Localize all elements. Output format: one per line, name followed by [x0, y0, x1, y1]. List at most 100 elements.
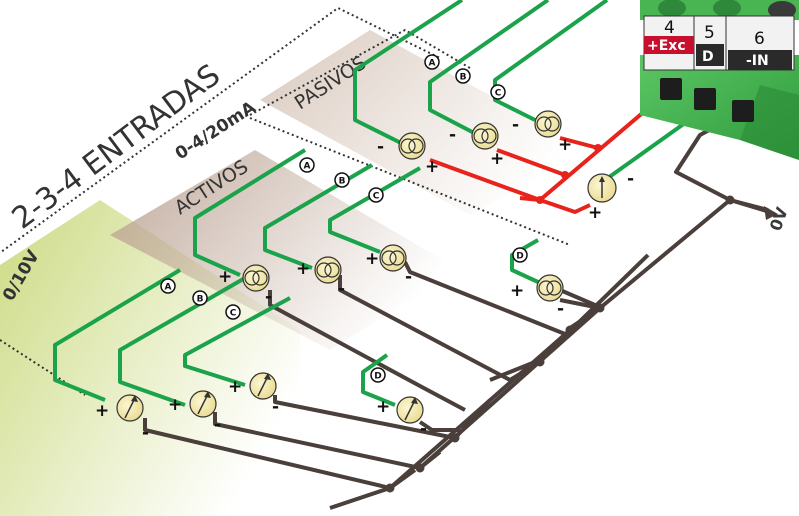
- band-pasivos: [260, 30, 590, 215]
- plus-sign: +: [376, 397, 390, 417]
- node: [450, 433, 460, 443]
- svg-text:B: B: [197, 295, 204, 305]
- source-v-b: [189, 390, 217, 418]
- ground-label: 0V: [766, 204, 792, 233]
- marker-v-a: A: [160, 278, 176, 294]
- minus-sign: -: [449, 125, 456, 145]
- terminal-label-in: -IN: [746, 53, 769, 69]
- minus-sign: -: [557, 299, 564, 319]
- band-activos: [110, 150, 460, 350]
- minus-sign: -: [272, 397, 279, 417]
- marker-v-c: C: [225, 304, 241, 320]
- terminal-block: 4 5 6 +Exc D -IN: [640, 0, 799, 160]
- ground-activos-d: [559, 298, 601, 310]
- plus-sign: +: [95, 401, 109, 421]
- terminal-label-exc: +Exc: [647, 38, 686, 54]
- terminal-slot-4: [660, 78, 682, 100]
- signal-v-d: [361, 353, 396, 407]
- plus-sign: +: [510, 281, 524, 301]
- svg-text:C: C: [495, 89, 502, 99]
- svg-text:A: A: [304, 162, 311, 172]
- plus-sign: +: [228, 377, 242, 397]
- plus-sign: +: [168, 395, 182, 415]
- signal-activos-a: [193, 148, 307, 277]
- group-exc-nodes: [536, 144, 602, 204]
- svg-text:D: D: [374, 372, 381, 382]
- group-sources: [116, 110, 617, 424]
- node: [536, 196, 544, 204]
- ground-bus-lower: [388, 328, 572, 490]
- ground-return-2: [489, 253, 650, 382]
- source-pasivos-d: [587, 173, 617, 203]
- terminal-slot-5: [694, 88, 716, 110]
- bracket-entradas: [0, 6, 441, 254]
- ground-v-d: [418, 420, 460, 432]
- ground-pasivos-d: [559, 288, 596, 307]
- exc-to-c: [559, 136, 599, 150]
- svg-text:C: C: [230, 309, 237, 319]
- minus-sign: -: [214, 415, 221, 435]
- marker-pasivos-a: A: [424, 54, 440, 70]
- plus-sign: +: [218, 267, 232, 287]
- signal-v-c: [183, 296, 291, 387]
- screw-icon: [768, 1, 796, 19]
- source-v-c: [249, 372, 277, 400]
- band-0-10v: [0, 200, 300, 516]
- svg-text:D: D: [516, 252, 523, 262]
- ground-output: 0V: [729, 198, 792, 233]
- screw-icon: [658, 0, 686, 17]
- plus-sign: +: [365, 249, 379, 269]
- signal-activos-d: [510, 238, 539, 284]
- source-v-a: [116, 394, 144, 422]
- marker-activos-a: A: [299, 157, 315, 173]
- terminal-body-side: [740, 85, 799, 160]
- terminal-number-4: 4: [664, 18, 675, 38]
- bracket-ma: [249, 28, 471, 116]
- signal-pasivos-b: [428, 0, 550, 137]
- signal-v-a: [53, 268, 182, 402]
- svg-text:A: A: [165, 283, 172, 293]
- source-activos-b: [314, 256, 342, 284]
- group-polarity: + - + - + - + - + - + - + - + - + - + - …: [95, 115, 634, 443]
- node: [385, 483, 395, 493]
- source-activos-d: [536, 274, 564, 302]
- terminal-label-in-bg: [728, 50, 792, 70]
- terminal-number-6: 6: [754, 29, 765, 49]
- source-v-d: [396, 396, 424, 424]
- terminal-number-5: 5: [704, 23, 715, 43]
- ground-arrow-head: [764, 206, 778, 220]
- exc-to-b: [496, 148, 566, 177]
- minus-sign: -: [405, 267, 412, 287]
- exc-to-d: [539, 198, 591, 214]
- source-pasivos-b: [471, 122, 499, 150]
- minus-sign: -: [627, 169, 634, 189]
- group-signal-wires: [53, 0, 694, 407]
- bracket-ma-lower: [249, 117, 571, 246]
- marker-activos-d: D: [512, 247, 528, 263]
- signal-activos-b: [263, 163, 374, 270]
- ground-arrow-line: [729, 198, 771, 214]
- signal-pasivos-a: [353, 0, 464, 147]
- terminal-label-exc-bg: [644, 36, 694, 54]
- minus-sign: -: [512, 115, 519, 135]
- ground-bus-lower3: [329, 486, 391, 510]
- signal-pasivos-c: [493, 0, 609, 122]
- ground-bus-lower2: [418, 306, 602, 470]
- source-pasivos-c: [534, 110, 562, 138]
- marker-pasivos-b: B: [455, 68, 471, 84]
- plus-sign: +: [588, 203, 602, 223]
- source-pasivos-a: [398, 132, 426, 160]
- terminal-screws: [658, 0, 796, 19]
- plus-sign: +: [490, 149, 504, 169]
- marker-activos-c: C: [368, 187, 384, 203]
- signal-v-b: [118, 276, 246, 407]
- screw-icon: [713, 0, 741, 17]
- group-bands: [0, 6, 590, 516]
- group-ground-nodes: [385, 195, 735, 493]
- node: [415, 463, 425, 473]
- marker-activos-b: B: [334, 172, 350, 188]
- ground-activos-c: [403, 261, 571, 338]
- bracket-v: [0, 339, 86, 396]
- node: [561, 171, 569, 179]
- minus-sign: -: [265, 287, 272, 307]
